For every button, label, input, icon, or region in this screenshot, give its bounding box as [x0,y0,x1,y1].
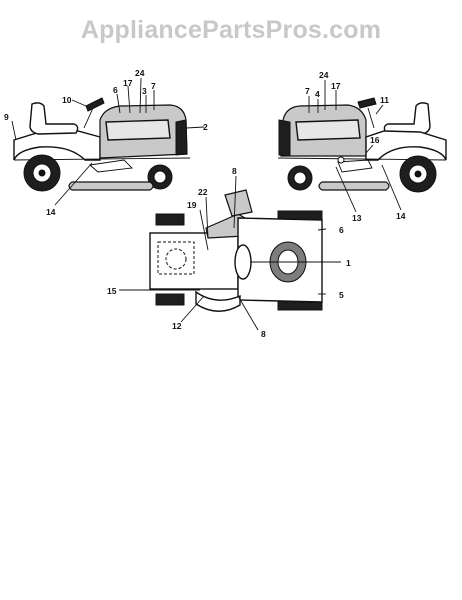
callout-label: 1 [346,258,351,268]
callout-label: 6 [339,225,344,235]
callout-label: 10 [62,95,72,105]
callout-label: 6 [113,85,118,95]
tractor-right-side-view [277,97,447,193]
callout-label: 8 [261,329,266,339]
callout-label: 9 [4,112,9,122]
callout-label: 17 [123,78,133,88]
tractor-top-view [149,189,323,312]
watermark-text: AppliancePartsPros.com [80,16,382,44]
callout-label: 11 [380,95,389,105]
callout-label: 13 [352,213,362,223]
callout-label: 5 [339,290,344,300]
callout-label: 14 [396,211,406,221]
callout-label: 19 [187,200,197,210]
callout-label: 8 [232,166,237,176]
callout-label: 14 [46,207,56,217]
callout-label: 2 [203,122,208,132]
callout-label: 7 [151,81,156,91]
callout-label: 12 [172,321,182,331]
callout-label: 15 [107,286,117,296]
callout-label: 24 [135,68,145,78]
callout-label: 3 [142,86,147,96]
callout-label: 16 [370,135,380,145]
callout-label: 24 [319,70,329,80]
callout-label: 17 [331,81,341,91]
callout-label: 22 [198,187,208,197]
callout-label: 4 [315,89,320,99]
callout-label: 7 [305,86,310,96]
tractor-left-side-view [13,97,191,192]
